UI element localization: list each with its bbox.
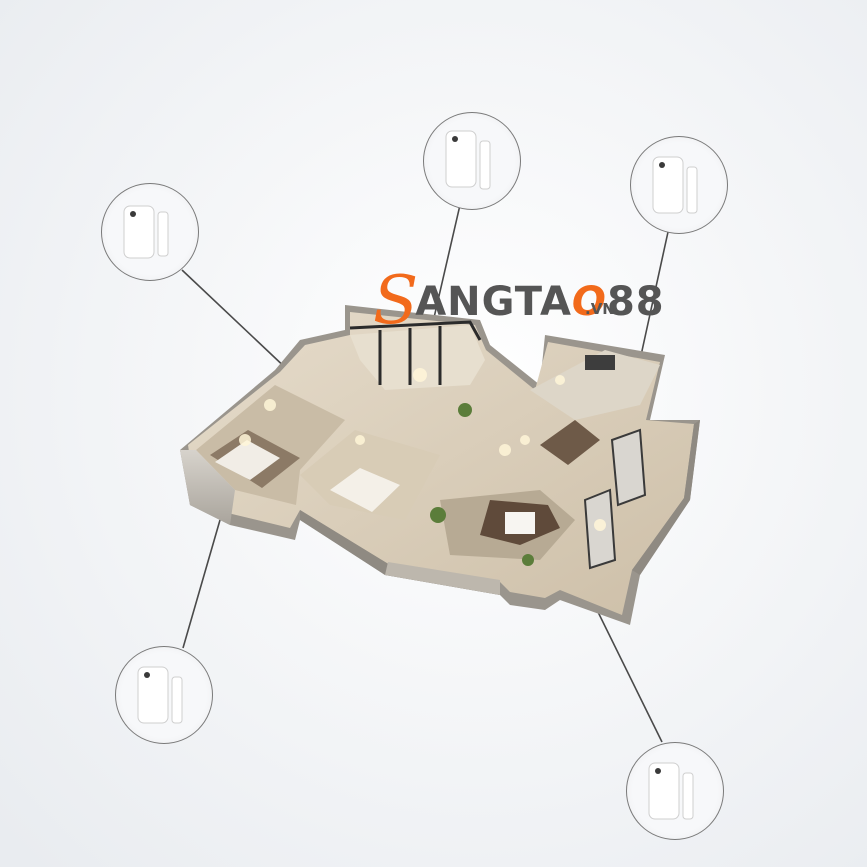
brand-mid: ANGTA bbox=[415, 279, 572, 325]
sensor-circle-bottom-left bbox=[115, 646, 213, 744]
door-window-sensor-icon bbox=[648, 762, 694, 820]
door-window-sensor-icon bbox=[123, 205, 169, 259]
sensor-circle-top-left bbox=[101, 183, 199, 281]
sensor-circle-top-right bbox=[630, 136, 728, 234]
apartment-model bbox=[180, 305, 700, 625]
door-window-sensor-icon bbox=[445, 130, 491, 190]
brand-o: O bbox=[571, 279, 607, 325]
brand-tld: .VN bbox=[585, 300, 615, 318]
sensor-circle-top-center bbox=[423, 112, 521, 210]
brand-suffix: 88 bbox=[606, 279, 665, 325]
door-window-sensor-icon bbox=[137, 666, 183, 724]
connector-lines bbox=[181, 204, 669, 743]
brand-logo: SANGTAO88 .VN bbox=[373, 218, 664, 339]
brand-prefix: S bbox=[373, 262, 420, 339]
door-window-sensor-icon bbox=[652, 156, 698, 214]
brand-name: SANGTAO88 bbox=[373, 254, 665, 339]
sensor-circle-bottom-right bbox=[626, 742, 724, 840]
